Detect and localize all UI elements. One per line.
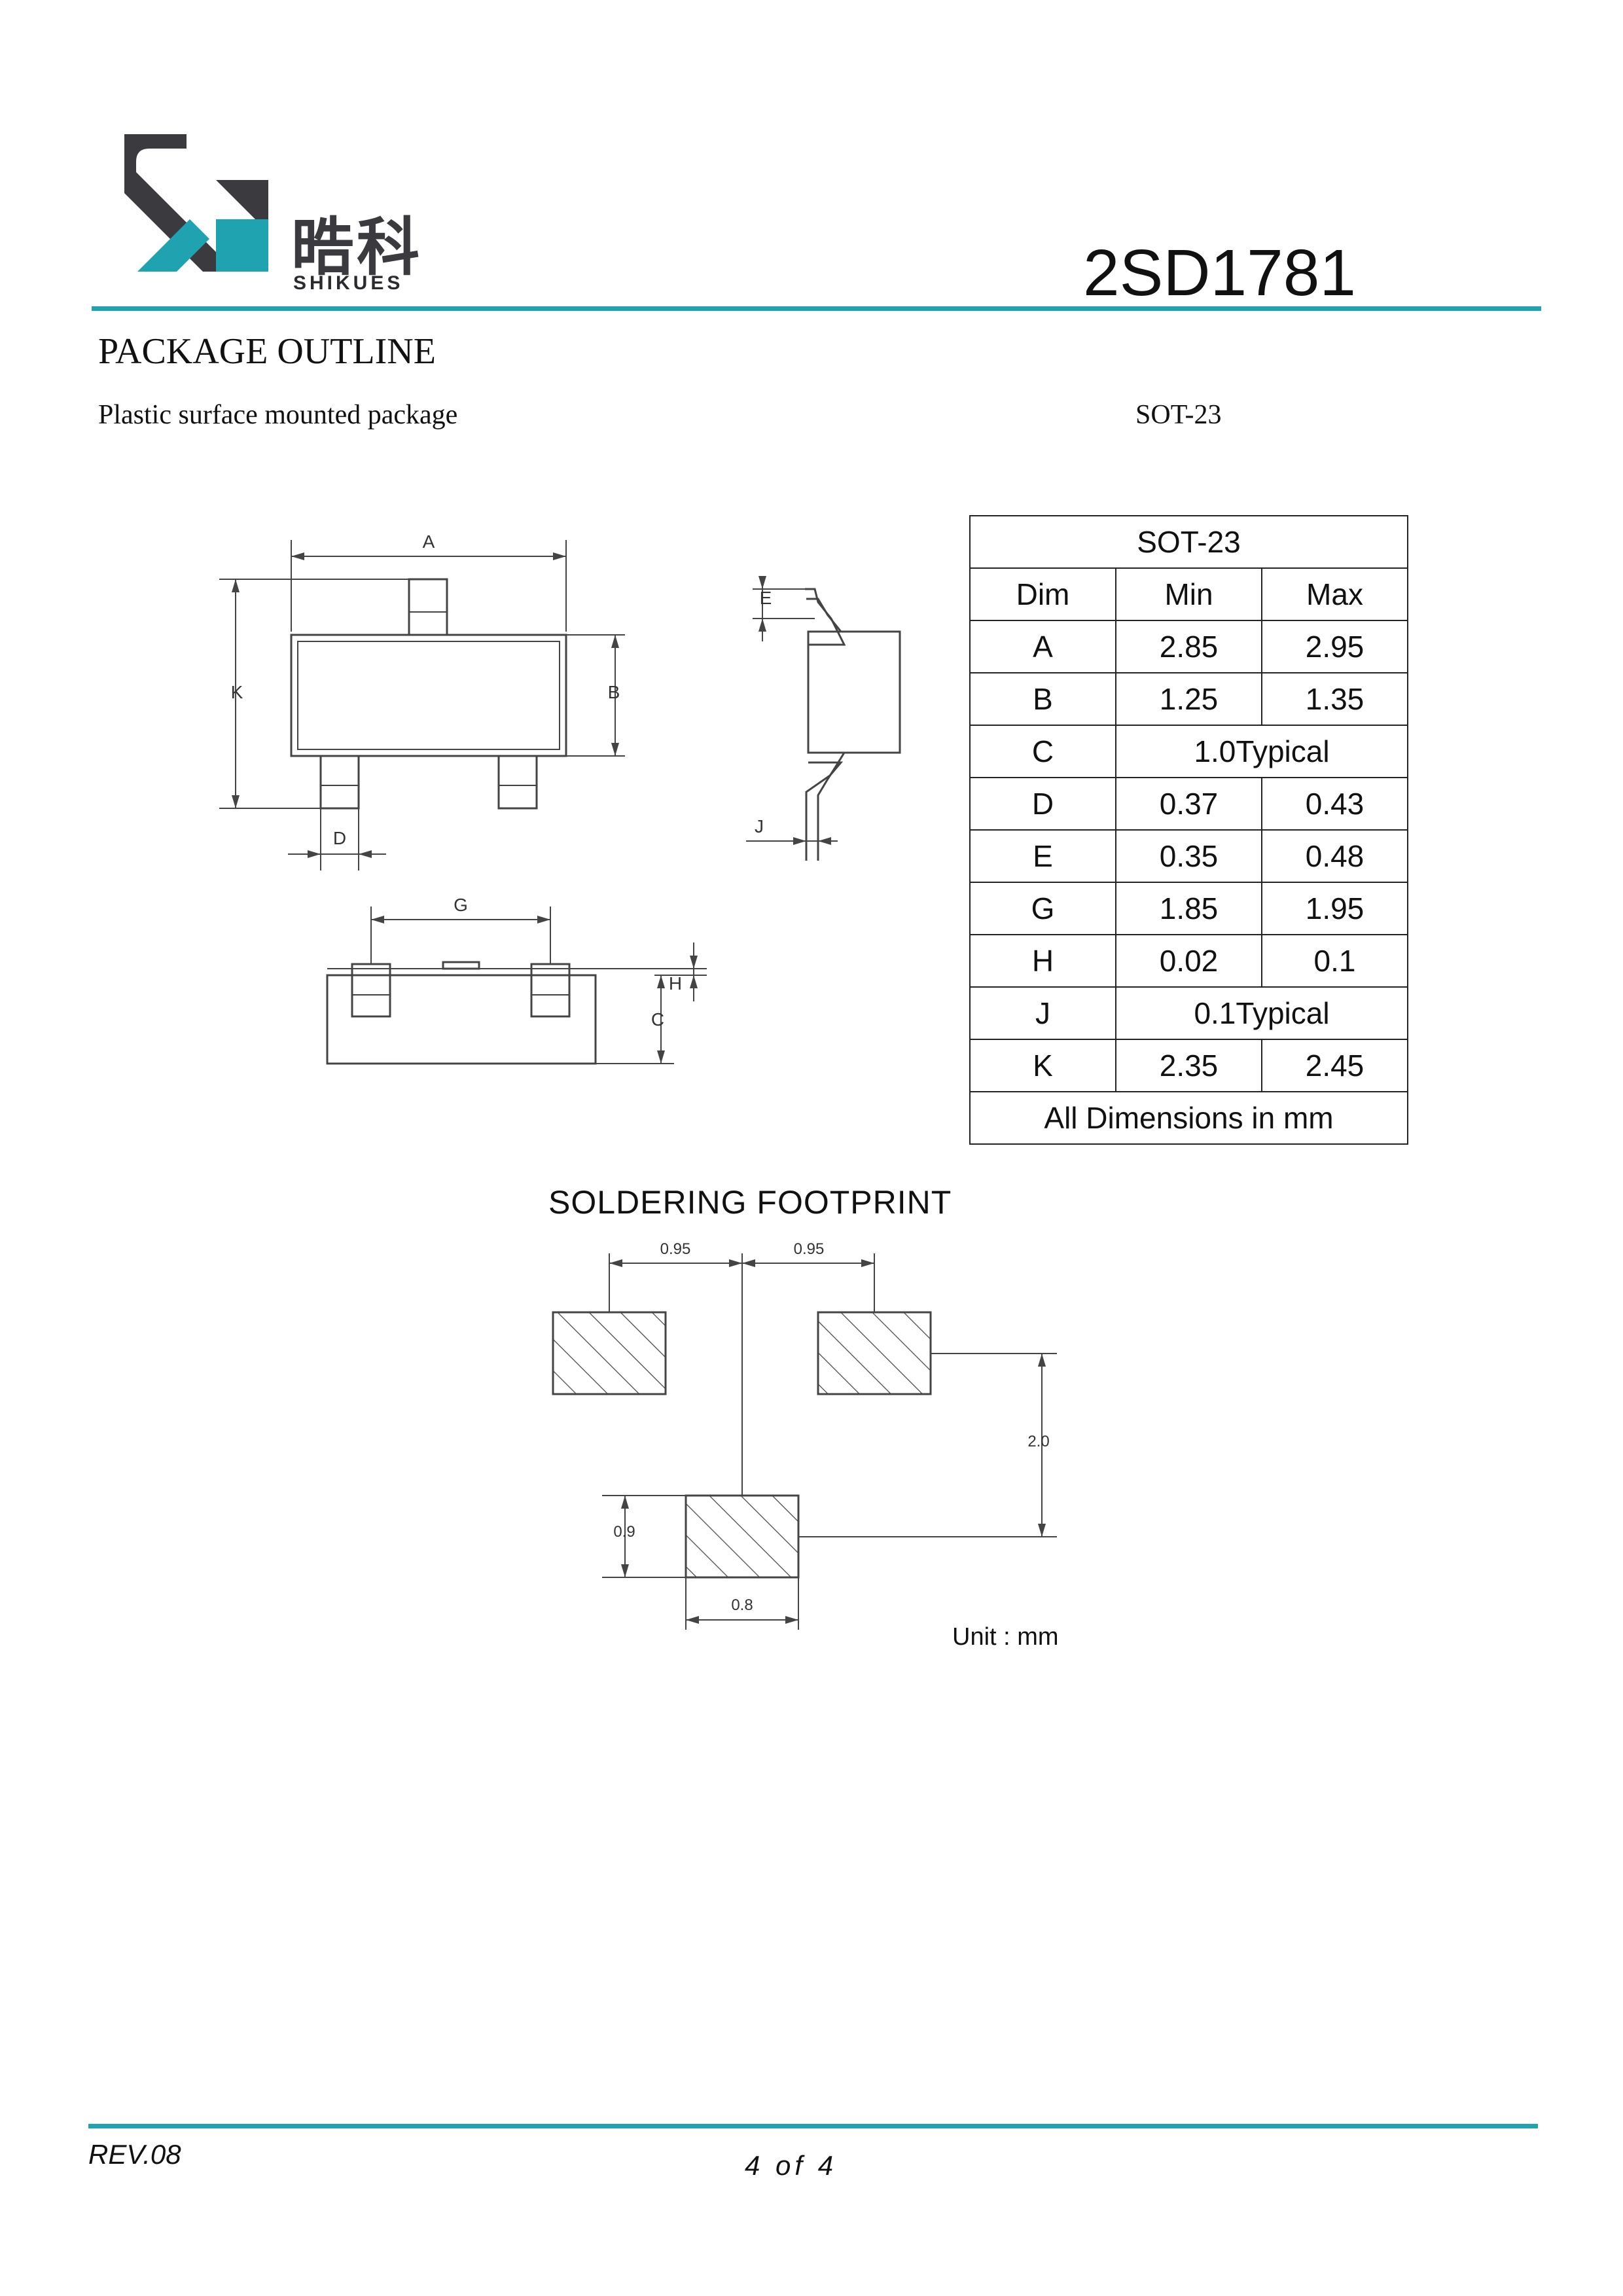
dim-label-d: D [333, 828, 346, 848]
footer-rule [88, 2124, 1538, 2128]
table-row: J 0.1Typical [969, 986, 1408, 1040]
row-dim: G [969, 882, 1116, 935]
pitch-left-label: 0.95 [660, 1240, 691, 1258]
row-min: 1.25 [1115, 672, 1262, 726]
dim-label-k: K [231, 682, 243, 702]
package-name: SOT-23 [1135, 400, 1222, 430]
company-logo [124, 134, 268, 272]
package-outline-drawing: A K B D E J G H C [219, 531, 901, 1065]
logo-brand-name: SHIKUES [293, 272, 404, 294]
row-min: 0.37 [1115, 777, 1262, 831]
dim-label-b: B [608, 682, 620, 702]
dim-label-g: G [454, 895, 468, 915]
unit-label: Unit : mm [952, 1623, 1059, 1651]
dim-label-e: E [760, 588, 772, 608]
soldering-footprint-drawing: 0.95 0.95 2.0 0.9 0.8 [552, 1240, 1057, 1630]
section-title: PACKAGE OUTLINE [98, 331, 436, 372]
row-dim: J [969, 986, 1116, 1040]
dimension-table: SOT-23 Dim Min Max A 2.85 2.95 B 1.25 1.… [969, 515, 1408, 1145]
table-footer: All Dimensions in mm [969, 1091, 1408, 1145]
row-min: 1.85 [1115, 882, 1262, 935]
table-row: A 2.85 2.95 [969, 620, 1408, 673]
pad-height-label: 0.9 [613, 1523, 635, 1541]
header-dim: Dim [969, 567, 1116, 621]
table-row: D 0.37 0.43 [969, 777, 1408, 831]
table-row: G 1.85 1.95 [969, 882, 1408, 935]
table-row: C 1.0Typical [969, 725, 1408, 778]
row-max: 2.95 [1261, 620, 1408, 673]
row-max: 1.95 [1261, 882, 1408, 935]
pitch-right-label: 0.95 [794, 1240, 825, 1258]
row-max: 2.45 [1261, 1039, 1408, 1092]
row-typical: 1.0Typical [1115, 725, 1408, 778]
row-dim: E [969, 829, 1116, 883]
table-header-row: Dim Min Max [969, 567, 1408, 621]
package-description: Plastic surface mounted package [98, 400, 458, 430]
row-min: 0.02 [1115, 934, 1262, 988]
logo-chinese-name: 晧科 [291, 211, 422, 284]
header-rule [92, 306, 1541, 311]
row-min: 2.35 [1115, 1039, 1262, 1092]
row-dim: K [969, 1039, 1116, 1092]
row-dim: H [969, 934, 1116, 988]
row-dim: A [969, 620, 1116, 673]
row-max: 1.35 [1261, 672, 1408, 726]
dim-label-c: C [651, 1009, 664, 1030]
row-spacing-label: 2.0 [1027, 1433, 1049, 1450]
soldering-title: SOLDERING FOOTPRINT [548, 1184, 952, 1221]
dim-label-h: H [669, 973, 682, 994]
part-number: 2SD1781 [1083, 236, 1356, 310]
header-min: Min [1115, 567, 1262, 621]
table-row: B 1.25 1.35 [969, 672, 1408, 726]
table-title: SOT-23 [969, 515, 1408, 569]
revision-label: REV.08 [88, 2139, 181, 2170]
row-min: 0.35 [1115, 829, 1262, 883]
row-typical: 0.1Typical [1115, 986, 1408, 1040]
dim-label-j: J [755, 816, 764, 836]
table-row: K 2.35 2.45 [969, 1039, 1408, 1092]
row-max: 0.48 [1261, 829, 1408, 883]
row-dim: B [969, 672, 1116, 726]
row-min: 2.85 [1115, 620, 1262, 673]
pad-width-label: 0.8 [731, 1596, 753, 1614]
dim-label-a: A [423, 531, 435, 552]
row-dim: D [969, 777, 1116, 831]
row-dim: C [969, 725, 1116, 778]
table-row: H 0.02 0.1 [969, 934, 1408, 988]
row-max: 0.1 [1261, 934, 1408, 988]
row-max: 0.43 [1261, 777, 1408, 831]
table-row: E 0.35 0.48 [969, 829, 1408, 883]
header-max: Max [1261, 567, 1408, 621]
page-number: 4 of 4 [745, 2150, 838, 2181]
